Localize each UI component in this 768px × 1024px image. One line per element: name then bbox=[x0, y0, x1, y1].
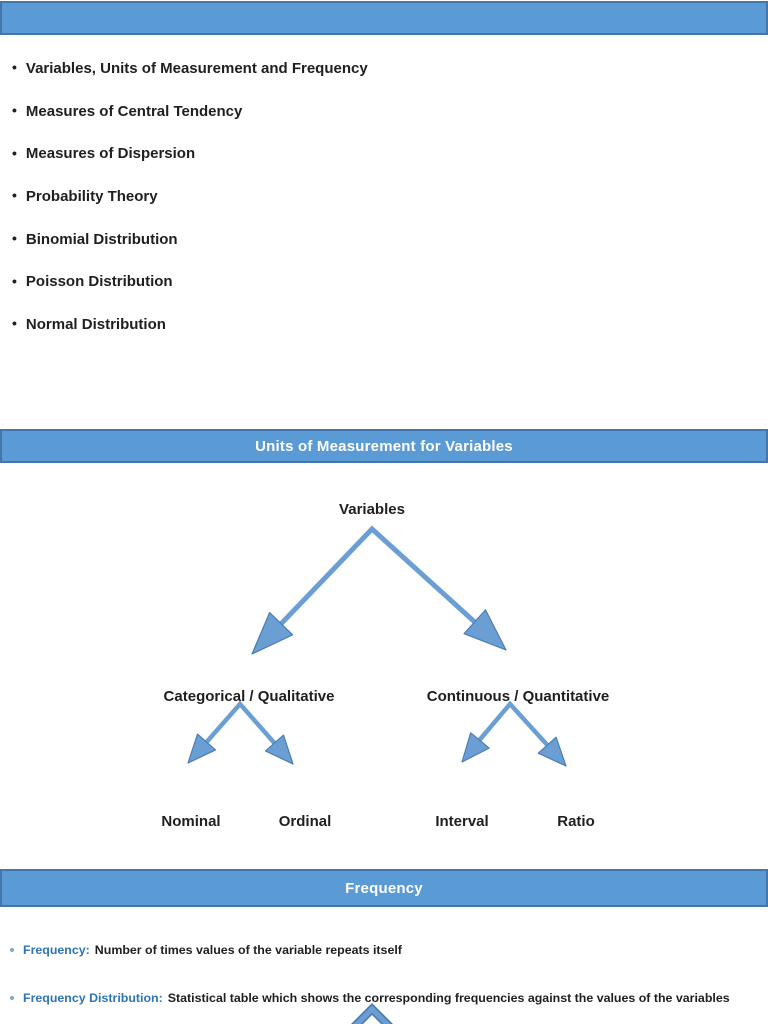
bullet-icon bbox=[10, 948, 14, 952]
arrow-head-icon bbox=[264, 734, 294, 765]
arrow-head-icon bbox=[187, 733, 217, 764]
chevron-icon bbox=[350, 1002, 394, 1024]
diagram-node-categorical: Categorical / Qualitative bbox=[163, 688, 335, 705]
branch-arrow-shaft bbox=[202, 700, 279, 748]
bullet-icon: • bbox=[12, 102, 17, 119]
list-item: • Binomial Distribution bbox=[10, 218, 750, 261]
bullet-icon: • bbox=[12, 187, 17, 204]
list-item-label: Probability Theory bbox=[25, 187, 158, 205]
diagram-node-nominal: Nominal bbox=[161, 813, 221, 830]
list-item-label: Normal Distribution bbox=[25, 315, 166, 333]
list-item: • Poisson Distribution bbox=[10, 260, 750, 303]
branch-arrow-shaft bbox=[475, 700, 552, 750]
chevron-icon bbox=[353, 1005, 391, 1024]
diagram-node-variables: Variables bbox=[339, 501, 405, 518]
arrow-head-icon bbox=[463, 609, 507, 651]
section-header-frequency: Frequency bbox=[0, 869, 768, 907]
diagram-node-interval: Interval bbox=[435, 813, 489, 830]
diagram-node-continuous: Continuous / Quantitative bbox=[426, 688, 610, 705]
diagram-node-ratio: Ratio bbox=[557, 813, 595, 830]
arrow-head-icon bbox=[537, 736, 567, 767]
list-item-label: Measures of Central Tendency bbox=[25, 102, 243, 120]
definition-item: Frequency Distribution: Statistical tabl… bbox=[10, 989, 730, 1007]
bullet-icon: • bbox=[12, 272, 17, 289]
bullet-icon: • bbox=[12, 315, 17, 332]
definition-text: Number of times values of the variable r… bbox=[94, 943, 402, 957]
list-item: • Measures of Dispersion bbox=[10, 132, 750, 175]
diagram-node-ordinal: Ordinal bbox=[278, 813, 332, 830]
section-title-units: Units of Measurement for Variables bbox=[255, 437, 513, 455]
list-item-label: Measures of Dispersion bbox=[25, 145, 196, 163]
arrow-head-icon bbox=[251, 611, 294, 655]
definition-text: Statistical table which shows the corres… bbox=[167, 991, 730, 1005]
list-item: • Measures of Central Tendency bbox=[10, 90, 750, 133]
list-item-label: Variables, Units of Measurement and Freq… bbox=[25, 59, 368, 77]
list-item: • Normal Distribution bbox=[10, 303, 750, 346]
bullet-icon: • bbox=[12, 144, 17, 161]
list-item-label: Poisson Distribution bbox=[25, 273, 173, 291]
section-header-units: Units of Measurement for Variables bbox=[0, 429, 768, 463]
bullet-icon bbox=[10, 996, 14, 1000]
list-item: • Probability Theory bbox=[10, 175, 750, 218]
bullet-icon: • bbox=[12, 230, 17, 247]
list-item-label: Binomial Distribution bbox=[25, 230, 178, 248]
definition-term: Frequency Distribution: bbox=[23, 991, 163, 1005]
agenda-list: • Variables, Units of Measurement and Fr… bbox=[10, 47, 750, 346]
bullet-icon: • bbox=[12, 59, 17, 76]
branch-arrow-shaft bbox=[276, 525, 480, 629]
list-item: • Variables, Units of Measurement and Fr… bbox=[10, 47, 750, 90]
header-bar-top bbox=[0, 1, 768, 35]
definition-term: Frequency: bbox=[23, 943, 90, 957]
section-title-frequency: Frequency bbox=[345, 879, 423, 897]
definition-item: Frequency: Number of times values of the… bbox=[10, 941, 402, 959]
arrow-head-icon bbox=[461, 732, 490, 763]
